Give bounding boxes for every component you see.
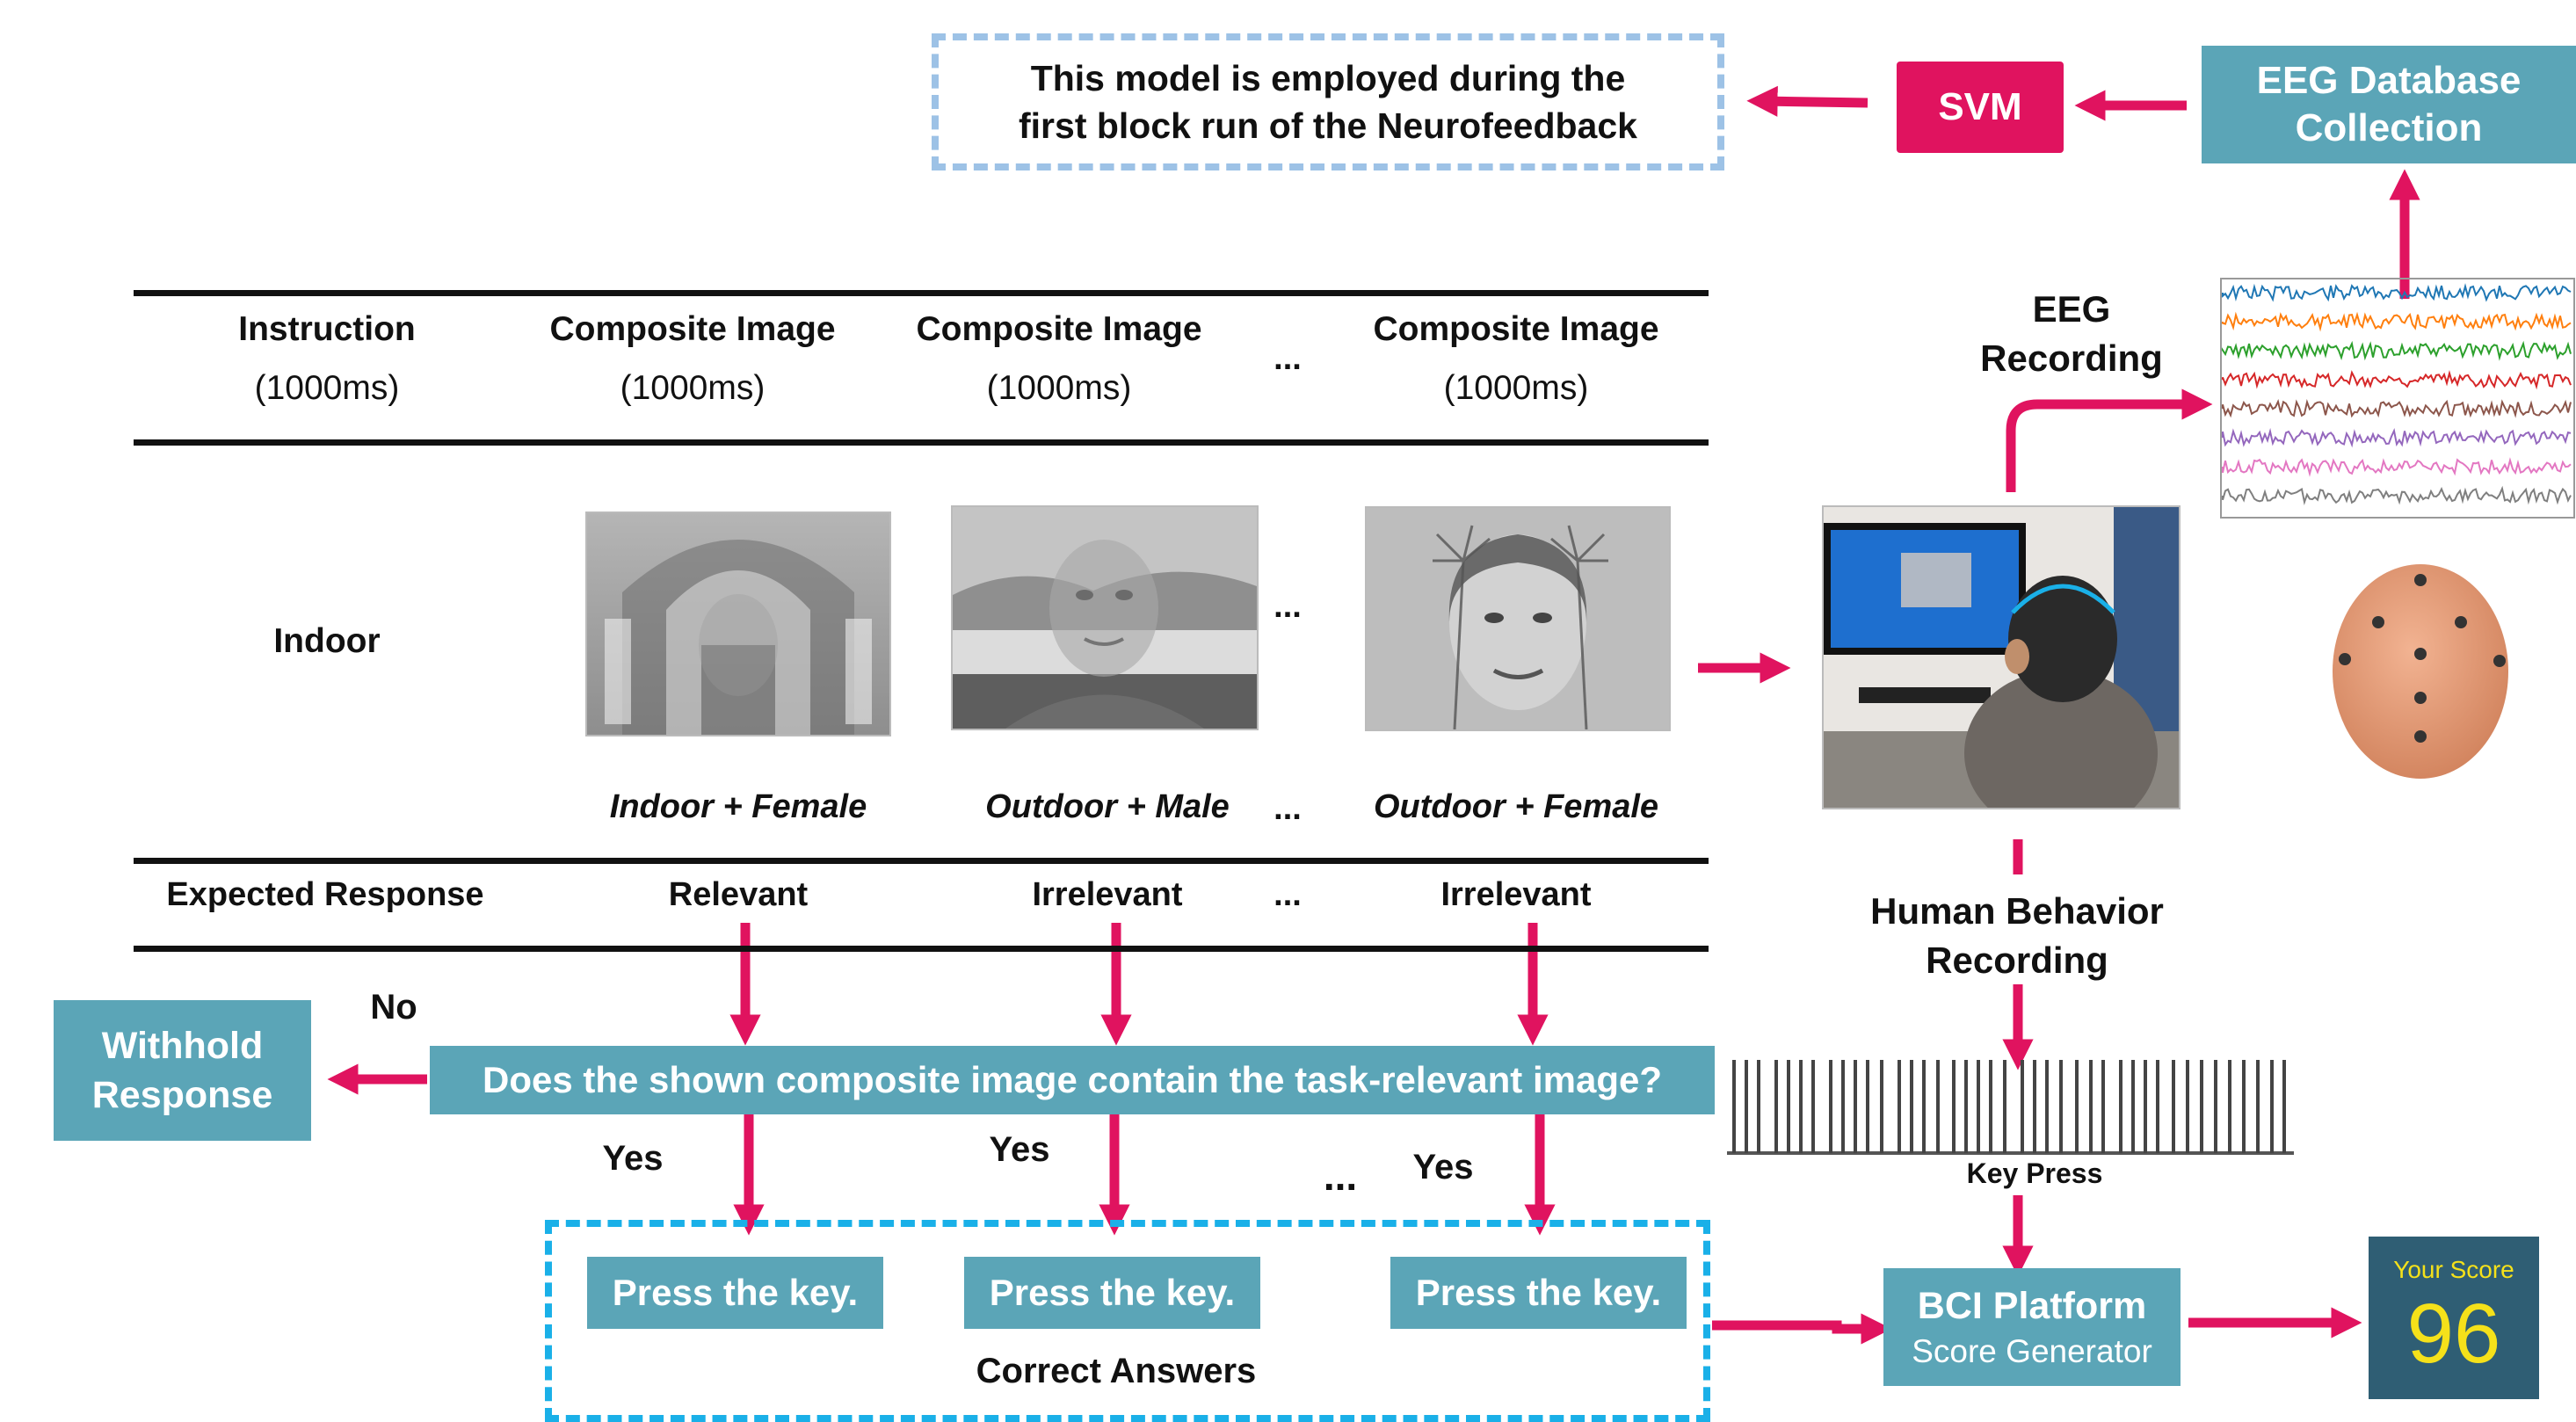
- yes-label-3: Yes: [1412, 1147, 1474, 1186]
- eeg-signal-plot: [2219, 277, 2576, 532]
- eeg-database-line2: Collection: [2295, 106, 2483, 149]
- response-relevant: Relevant: [668, 875, 809, 913]
- eeg-recording-line1: EEG: [2032, 288, 2111, 330]
- header-duration: (1000ms): [1443, 369, 1589, 407]
- bci-platform-box: BCI Platform Score Generator: [1883, 1268, 2181, 1386]
- header-composite-2: Composite Image: [892, 303, 1226, 356]
- composite-image-outdoor-female: [1365, 506, 1671, 731]
- header-duration: (1000ms): [986, 369, 1132, 407]
- eeg-database-box: EEG Database Collection: [2202, 46, 2576, 163]
- header-composite-3-duration: (1000ms): [1349, 362, 1683, 415]
- correct-answers-label: Correct Answers: [976, 1351, 1257, 1390]
- header-title: Composite Image: [1373, 310, 1659, 348]
- yes-ellipsis: ...: [1323, 1153, 1358, 1199]
- responses-ellipsis: ...: [1273, 875, 1302, 913]
- table-rule-top: [134, 290, 1709, 296]
- model-note-box: This model is employed during the first …: [932, 33, 1724, 170]
- eeg-channel-trace: [2222, 340, 2572, 361]
- header-instruction: Instruction: [169, 303, 485, 356]
- model-note-line1: This model is employed during the: [1030, 58, 1626, 98]
- header-composite-1: Composite Image: [526, 303, 860, 356]
- withhold-response-box: Withhold Response: [54, 1000, 311, 1141]
- captions-ellipsis: ...: [1273, 789, 1302, 827]
- electrode-head-map: [2327, 555, 2514, 782]
- caption-text: Outdoor + Male: [985, 787, 1230, 825]
- score-display: Your Score 96: [2369, 1237, 2539, 1399]
- key-press-label: Key Press: [1966, 1157, 2103, 1189]
- header-ellipsis: ...: [1273, 339, 1302, 377]
- header-composite-1-duration: (1000ms): [526, 362, 860, 415]
- response-irrelevant-2: Irrelevant: [1440, 875, 1592, 913]
- composite-image-indoor-female: [585, 511, 891, 736]
- yes-label-2: Yes: [989, 1129, 1050, 1169]
- human-behavior-line1: Human Behavior: [1870, 890, 2164, 932]
- instruction-indoor: Indoor: [273, 622, 381, 660]
- eeg-channel-trace: [2222, 457, 2572, 477]
- yes-label-1: Yes: [602, 1138, 664, 1178]
- table-rule-header: [134, 439, 1709, 446]
- header-composite-3: Composite Image: [1349, 303, 1683, 356]
- arrow-svm-to-note: [1746, 85, 1869, 117]
- header-duration: (1000ms): [620, 369, 766, 407]
- eeg-channel-trace: [2222, 370, 2572, 390]
- header-composite-2-duration: (1000ms): [892, 362, 1226, 415]
- table-rule-bottom: [134, 946, 1709, 952]
- human-behavior-label: Human Behavior Recording: [1846, 883, 2188, 989]
- eeg-channel-trace: [2222, 427, 2572, 448]
- press-key-button-2: Press the key.: [964, 1257, 1260, 1329]
- human-behavior-line2: Recording: [1926, 940, 2108, 981]
- composite-image-outdoor-male: [951, 505, 1259, 730]
- arrow-human-to-eeg: [2006, 388, 2213, 492]
- no-label: No: [370, 987, 417, 1027]
- bci-title: BCI Platform: [1917, 1285, 2147, 1327]
- images-ellipsis: ...: [1273, 587, 1302, 625]
- withhold-line2: Response: [91, 1074, 273, 1116]
- header-instruction-duration: (1000ms): [169, 362, 485, 415]
- press-key-button-1: Press the key.: [587, 1257, 883, 1329]
- caption-text: Outdoor + Female: [1373, 787, 1659, 825]
- caption-outdoor-male: Outdoor + Male: [932, 780, 1283, 833]
- arrow-answers-to-bci: [1712, 1313, 1892, 1345]
- eeg-recording-label: EEG Recording: [1953, 281, 2190, 387]
- eeg-database-line1: EEG Database: [2256, 59, 2522, 102]
- bci-subtitle: Score Generator: [1912, 1333, 2152, 1369]
- header-duration: (1000ms): [254, 369, 400, 407]
- press-key-button-3: Press the key.: [1390, 1257, 1687, 1329]
- withhold-line1: Withhold: [101, 1025, 264, 1067]
- eeg-channel-trace: [2222, 311, 2572, 332]
- participant-photo: [1822, 505, 2181, 809]
- header-title: Instruction: [238, 310, 416, 348]
- caption-text: Indoor + Female: [609, 787, 867, 825]
- score-label: Your Score: [2393, 1255, 2514, 1283]
- eeg-plot-frame: [2220, 278, 2575, 519]
- header-title: Composite Image: [916, 310, 1202, 348]
- eeg-channel-trace: [2222, 398, 2572, 418]
- decision-question-box: Does the shown composite image contain t…: [430, 1046, 1715, 1114]
- eeg-channel-trace: [2222, 283, 2572, 302]
- caption-outdoor-female: Outdoor + Female: [1340, 780, 1692, 833]
- caption-indoor-female: Indoor + Female: [562, 780, 914, 833]
- model-note-line2: first block run of the Neurofeedback: [1019, 105, 1637, 146]
- header-title: Composite Image: [549, 310, 836, 348]
- svm-box: SVM: [1897, 62, 2064, 153]
- expected-response-label: Expected Response: [166, 875, 484, 913]
- response-irrelevant-1: Irrelevant: [1032, 875, 1183, 913]
- key-press-spike-train: [1727, 1056, 2294, 1157]
- table-rule-mid: [134, 858, 1709, 864]
- score-value: 96: [2406, 1286, 2501, 1381]
- eeg-recording-line2: Recording: [1980, 337, 2163, 379]
- eeg-channel-trace: [2222, 485, 2572, 506]
